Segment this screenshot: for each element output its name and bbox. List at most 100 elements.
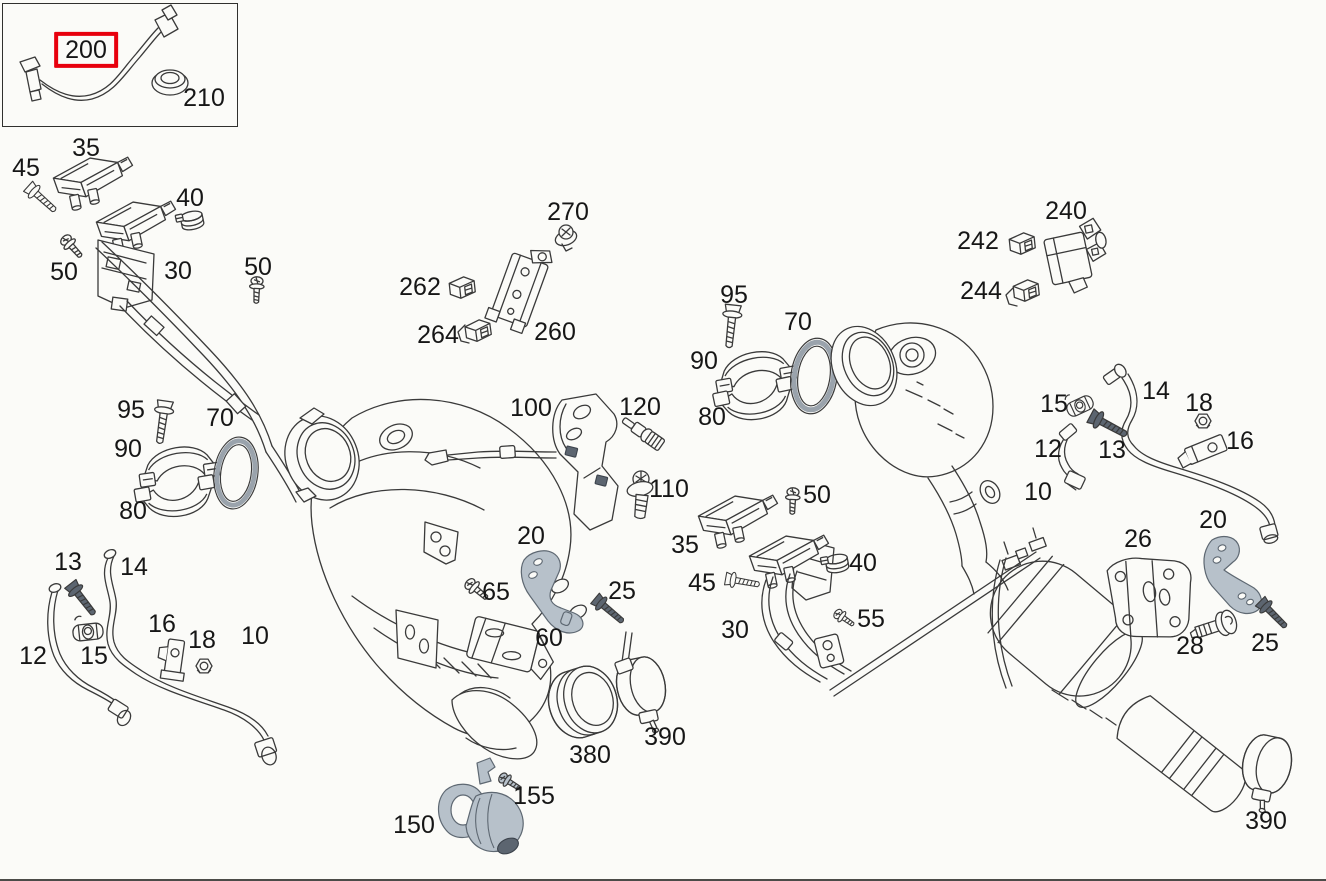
callout-95[interactable]: 95 (720, 280, 748, 309)
callout-240[interactable]: 240 (1045, 196, 1087, 225)
bolt-95-left (149, 399, 176, 446)
callout-16[interactable]: 16 (148, 609, 176, 638)
callout-90[interactable]: 90 (114, 434, 142, 463)
callout-262[interactable]: 262 (399, 272, 441, 301)
callout-120[interactable]: 120 (619, 392, 661, 421)
bolt-45-left (22, 179, 62, 218)
pipe-12-right (1057, 423, 1086, 491)
callout-264[interactable]: 264 (417, 320, 459, 349)
callout-40[interactable]: 40 (849, 548, 877, 577)
callout-26[interactable]: 26 (1124, 524, 1152, 553)
callout-270[interactable]: 270 (547, 197, 589, 226)
bracket-16-right (1177, 434, 1228, 469)
clip-242 (1008, 231, 1037, 256)
callout-70[interactable]: 70 (784, 307, 812, 336)
callout-110[interactable]: 110 (649, 474, 689, 503)
bracket-60 (466, 616, 554, 681)
callout-18[interactable]: 18 (188, 625, 216, 654)
callout-14[interactable]: 14 (1142, 376, 1170, 405)
callout-95[interactable]: 95 (117, 395, 145, 424)
callout-20[interactable]: 20 (517, 521, 545, 550)
callout-380[interactable]: 380 (569, 740, 611, 769)
callout-35[interactable]: 35 (671, 530, 699, 559)
callout-13[interactable]: 13 (1098, 435, 1126, 464)
callout-50[interactable]: 50 (803, 480, 831, 509)
callout-70[interactable]: 70 (206, 403, 234, 432)
callout-150[interactable]: 150 (393, 810, 435, 839)
screw-55 (831, 606, 858, 631)
callout-10[interactable]: 10 (241, 621, 269, 650)
bolt-28 (1189, 609, 1238, 639)
screw-270 (554, 224, 578, 252)
screw-50-right (784, 486, 801, 516)
callout-242[interactable]: 242 (957, 226, 999, 255)
callout-55[interactable]: 55 (857, 604, 885, 633)
bolt-95-right (718, 303, 744, 350)
callout-45[interactable]: 45 (12, 153, 40, 182)
callout-35[interactable]: 35 (72, 133, 100, 162)
callout-40[interactable]: 40 (176, 183, 204, 212)
inset-oxygen-sensor (19, 4, 179, 102)
callout-390[interactable]: 390 (644, 722, 686, 751)
bolt-110 (626, 470, 654, 520)
callout-10[interactable]: 10 (1024, 477, 1052, 506)
bracket-tubes-30-left (95, 239, 303, 503)
clip-262 (448, 275, 477, 300)
bottom-border (0, 879, 1326, 881)
callout-244[interactable]: 244 (960, 276, 1002, 305)
callout-90[interactable]: 90 (690, 346, 718, 375)
bolt-13-left (63, 578, 102, 621)
callout-25[interactable]: 25 (1251, 628, 1279, 657)
callout-80[interactable]: 80 (119, 496, 147, 525)
exhaust-flap-150 (437, 757, 524, 855)
bracket-240 (1043, 217, 1107, 294)
inset-seal-210 (151, 69, 189, 96)
gasket-380 (539, 658, 627, 746)
clamp-390-left (611, 631, 676, 740)
bracket-20-left (520, 550, 584, 634)
pipe-12-left (47, 583, 132, 727)
callout-30[interactable]: 30 (721, 615, 749, 644)
callout-80[interactable]: 80 (698, 402, 726, 431)
callout-200[interactable]: 200 (54, 31, 118, 69)
catalytic-converter-10-right (829, 322, 1247, 813)
clamp-15-left (70, 613, 105, 643)
callout-65[interactable]: 65 (482, 577, 510, 606)
callout-50[interactable]: 50 (244, 252, 272, 281)
callout-18[interactable]: 18 (1185, 388, 1213, 417)
callout-45[interactable]: 45 (688, 568, 716, 597)
bracket-16-left (157, 638, 186, 682)
callout-25[interactable]: 25 (608, 576, 636, 605)
bracket-26 (1106, 557, 1192, 638)
callout-155[interactable]: 155 (513, 781, 555, 810)
callout-12[interactable]: 12 (19, 641, 47, 670)
callout-13[interactable]: 13 (54, 547, 82, 576)
clip-244 (1005, 278, 1041, 307)
callout-50[interactable]: 50 (50, 257, 78, 286)
callout-14[interactable]: 14 (120, 552, 148, 581)
hose-clamp-40-left (174, 208, 206, 234)
pipe-14-right (1102, 363, 1279, 544)
callout-100[interactable]: 100 (510, 393, 552, 422)
callout-16[interactable]: 16 (1226, 426, 1254, 455)
pipe-14-left (103, 548, 278, 766)
clip-264 (457, 317, 493, 344)
bracket-20-right (1203, 535, 1263, 615)
nut-18-left (195, 658, 213, 674)
callout-15[interactable]: 15 (80, 641, 108, 670)
callout-15[interactable]: 15 (1040, 389, 1068, 418)
bolt-25-right (1253, 594, 1293, 634)
bracket-260 (484, 249, 553, 335)
callout-28[interactable]: 28 (1176, 631, 1204, 660)
callout-60[interactable]: 60 (535, 623, 563, 652)
callout-20[interactable]: 20 (1199, 505, 1227, 534)
callout-12[interactable]: 12 (1034, 434, 1062, 463)
callout-30[interactable]: 30 (164, 256, 192, 285)
gasket-ring-70-left (209, 434, 262, 512)
callout-260[interactable]: 260 (534, 317, 576, 346)
sensor-120 (621, 417, 666, 451)
callout-390[interactable]: 390 (1245, 806, 1287, 835)
callout-210[interactable]: 210 (183, 83, 225, 112)
